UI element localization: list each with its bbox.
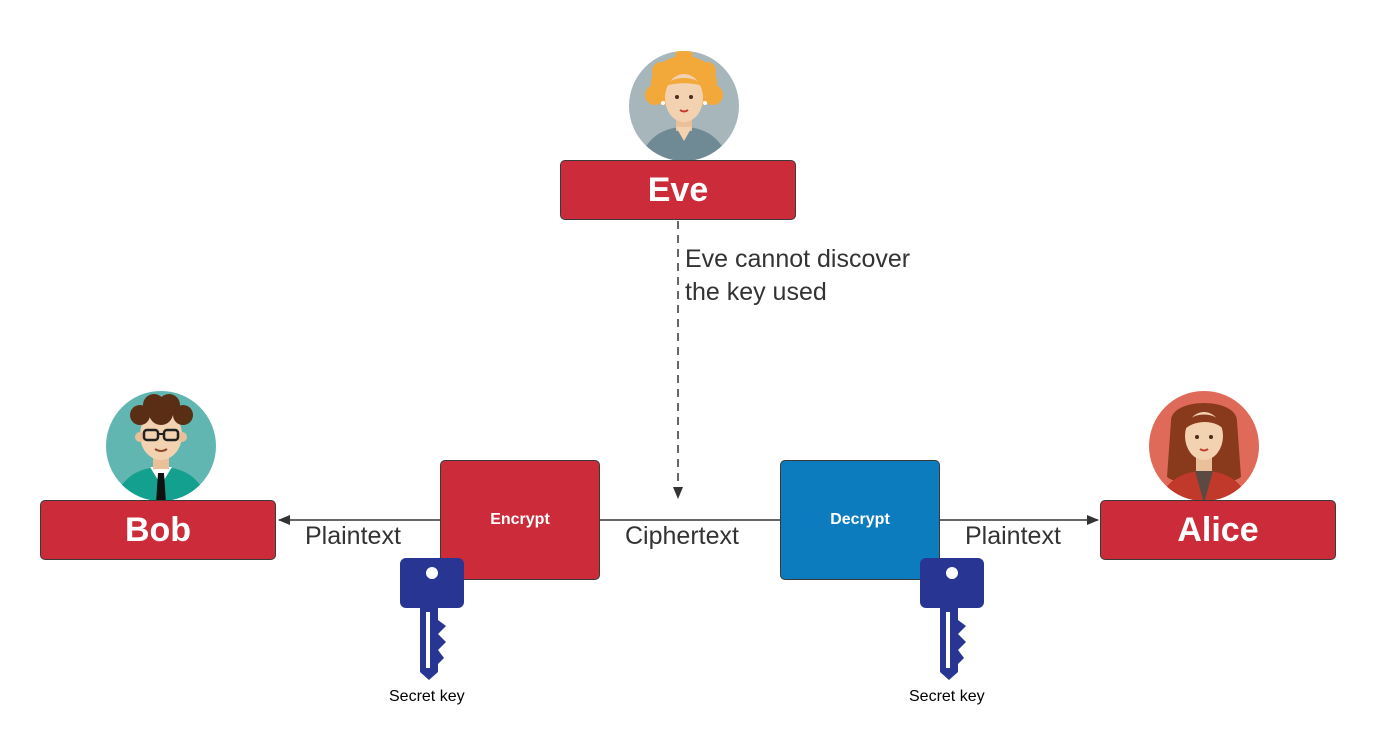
eve-label: Eve <box>647 170 709 209</box>
eve-note: Eve cannot discover the key used <box>685 243 910 309</box>
ciphertext-label: Ciphertext <box>625 522 739 550</box>
bob-label: Bob <box>124 510 192 549</box>
secret-key-right-caption: Secret key <box>909 688 985 705</box>
key-icon <box>920 558 984 682</box>
key-icon <box>400 558 464 682</box>
eve-note-line-2: the key used <box>685 278 827 306</box>
alice-label: Alice <box>1177 510 1259 549</box>
plaintext-right-label: Plaintext <box>965 522 1061 550</box>
alice-box: Alice <box>1100 500 1336 560</box>
decrypt-label: Decrypt <box>830 511 890 528</box>
encrypt-label: Encrypt <box>490 511 550 528</box>
bob-box: Bob <box>40 500 276 560</box>
secret-key-left-caption: Secret key <box>389 688 465 705</box>
eve-box: Eve <box>560 160 796 220</box>
man-glasses-avatar-icon <box>106 391 216 501</box>
decrypt-box: Decrypt <box>780 460 940 580</box>
woman-redhead-avatar-icon <box>1149 391 1259 501</box>
plaintext-left-label: Plaintext <box>305 522 401 550</box>
woman-blonde-avatar-icon <box>629 51 739 161</box>
eve-note-line-1: Eve cannot discover <box>685 245 911 273</box>
encrypt-box: Encrypt <box>440 460 600 580</box>
